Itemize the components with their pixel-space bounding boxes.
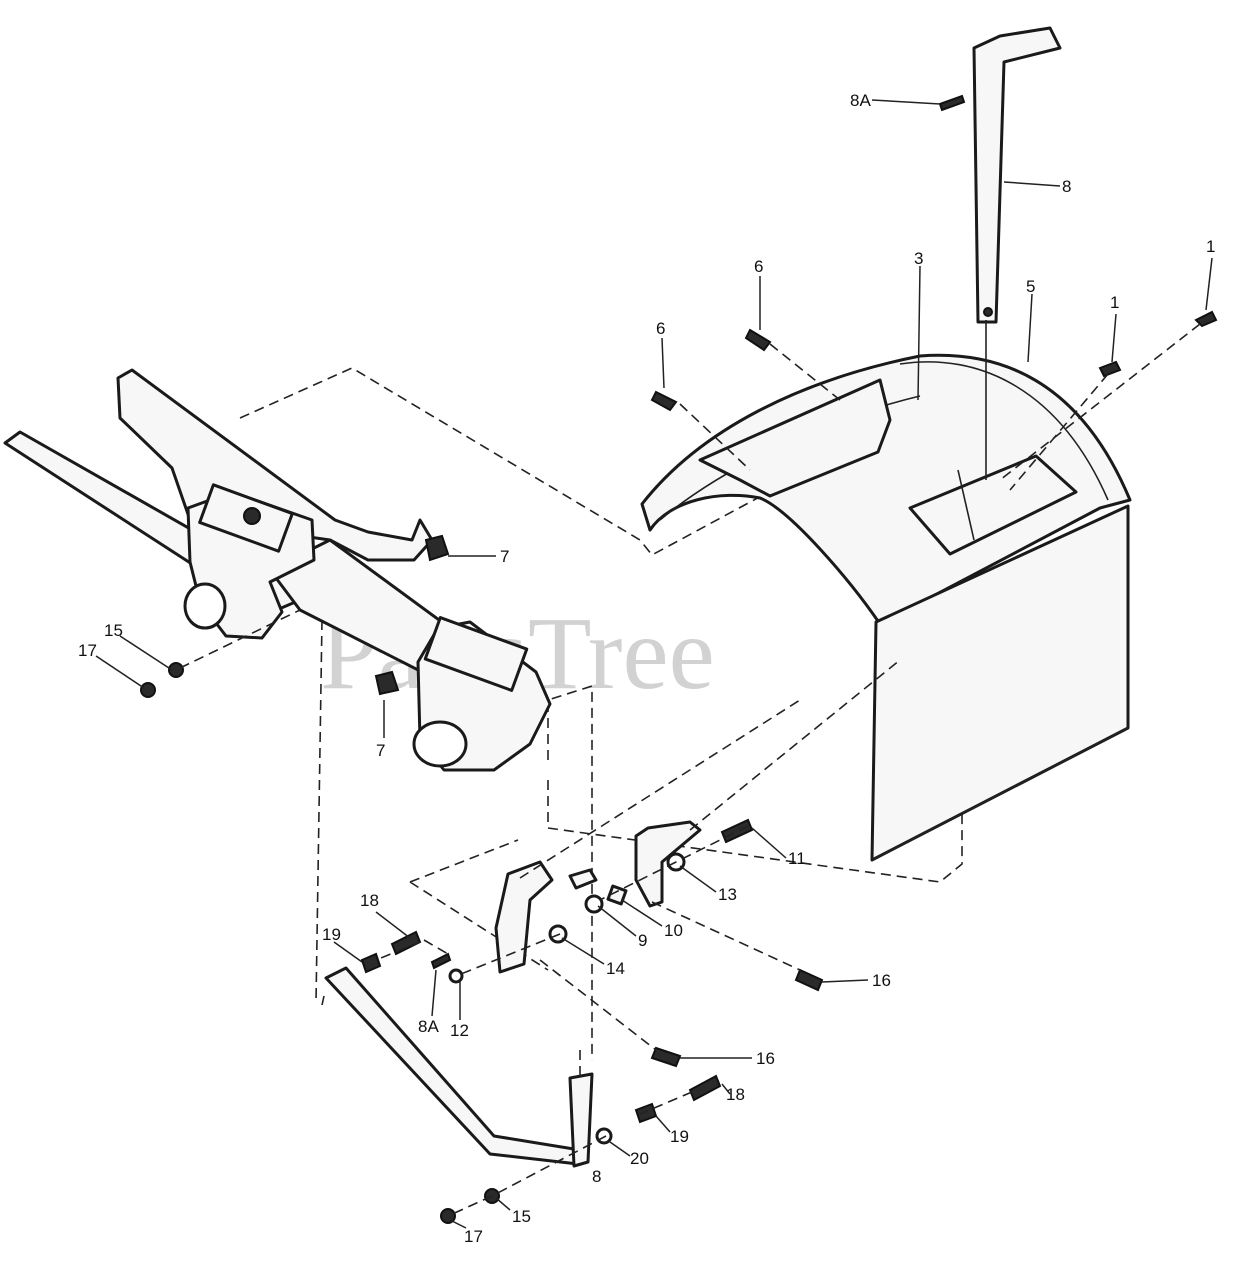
callout-19-left: 19 bbox=[322, 925, 341, 944]
callout-20: 20 bbox=[630, 1149, 649, 1168]
callout-1-inner: 1 bbox=[1110, 293, 1119, 312]
callout-13: 13 bbox=[718, 885, 737, 904]
callout-6-left: 6 bbox=[656, 319, 665, 338]
callout-10: 10 bbox=[664, 921, 683, 940]
spacer-10 bbox=[606, 884, 628, 906]
callout-18-right: 18 bbox=[726, 1085, 745, 1104]
callout-3: 3 bbox=[914, 249, 923, 268]
nut-7-upper bbox=[424, 534, 450, 562]
lever-bracket-left bbox=[494, 860, 554, 974]
callout-16-lower: 16 bbox=[756, 1049, 775, 1068]
right-mount-block bbox=[423, 616, 529, 692]
callouts: 8A 8 3 5 1 1 6 6 7 7 15 17 11 13 9 10 14… bbox=[78, 91, 1215, 1246]
callout-17-bottom: 17 bbox=[464, 1227, 483, 1246]
callout-7-lower: 7 bbox=[376, 741, 385, 760]
callout-15-left: 15 bbox=[104, 621, 123, 640]
bolt-18-right bbox=[688, 1074, 722, 1102]
shield-rail bbox=[698, 378, 892, 498]
callout-1-right: 1 bbox=[1206, 237, 1215, 256]
leader-lines bbox=[95, 99, 1213, 1229]
hardware bbox=[140, 94, 1218, 1224]
callout-7-upper: 7 bbox=[500, 547, 509, 566]
tine-shield bbox=[640, 353, 1132, 626]
bolt-6-left bbox=[650, 390, 678, 412]
callout-11: 11 bbox=[788, 849, 806, 868]
callout-8-top: 8 bbox=[1062, 177, 1071, 196]
callout-12: 12 bbox=[450, 1021, 469, 1040]
pin-8a-top bbox=[938, 94, 966, 112]
depth-bar bbox=[972, 26, 1062, 324]
washer-20 bbox=[595, 1127, 613, 1145]
left-axle-bore bbox=[183, 582, 227, 630]
callout-14: 14 bbox=[606, 959, 625, 978]
nut-17-left bbox=[140, 682, 156, 698]
right-axle-bore bbox=[412, 720, 468, 768]
callout-15-bottom: 15 bbox=[512, 1207, 531, 1226]
shield-mount-plate bbox=[908, 454, 1078, 556]
shield-inner-curve bbox=[899, 361, 1109, 501]
callout-18-left: 18 bbox=[360, 891, 379, 910]
washer-9 bbox=[584, 894, 604, 914]
bolt-16-lower bbox=[650, 1046, 682, 1068]
depth-bar-hole bbox=[983, 307, 993, 317]
callout-5: 5 bbox=[1026, 277, 1035, 296]
callout-9: 9 bbox=[638, 931, 647, 950]
depth-bar-slot bbox=[957, 469, 975, 541]
sleeve-19-right bbox=[634, 1102, 658, 1124]
callout-19-right: 19 bbox=[670, 1127, 689, 1146]
bolt-16-upper bbox=[794, 968, 824, 992]
bolt-11 bbox=[720, 818, 754, 844]
spring-pin bbox=[568, 868, 598, 890]
lower-link bbox=[568, 1072, 594, 1168]
control-rod bbox=[324, 966, 582, 1166]
callout-6-top: 6 bbox=[754, 257, 763, 276]
callout-16-upper: 16 bbox=[872, 971, 891, 990]
callout-8a-top: 8A bbox=[850, 91, 871, 110]
left-bolt-head bbox=[243, 507, 261, 525]
callout-17-left: 17 bbox=[78, 641, 97, 660]
bolt-6-top bbox=[744, 328, 772, 352]
sleeve-19-left bbox=[360, 952, 382, 974]
pin-8a-lower bbox=[430, 952, 452, 970]
callout-8a-lower: 8A bbox=[418, 1017, 439, 1036]
bolt-1-inner bbox=[1098, 360, 1122, 378]
frame-outline bbox=[239, 367, 963, 1060]
nut-15-left bbox=[168, 662, 184, 678]
lever-bracket-right bbox=[634, 820, 702, 908]
callout-8-lower: 8 bbox=[592, 1167, 601, 1186]
nut-7-lower bbox=[374, 670, 400, 696]
assembly-guides bbox=[179, 323, 1201, 1217]
flap-lower-edge bbox=[871, 727, 1129, 861]
